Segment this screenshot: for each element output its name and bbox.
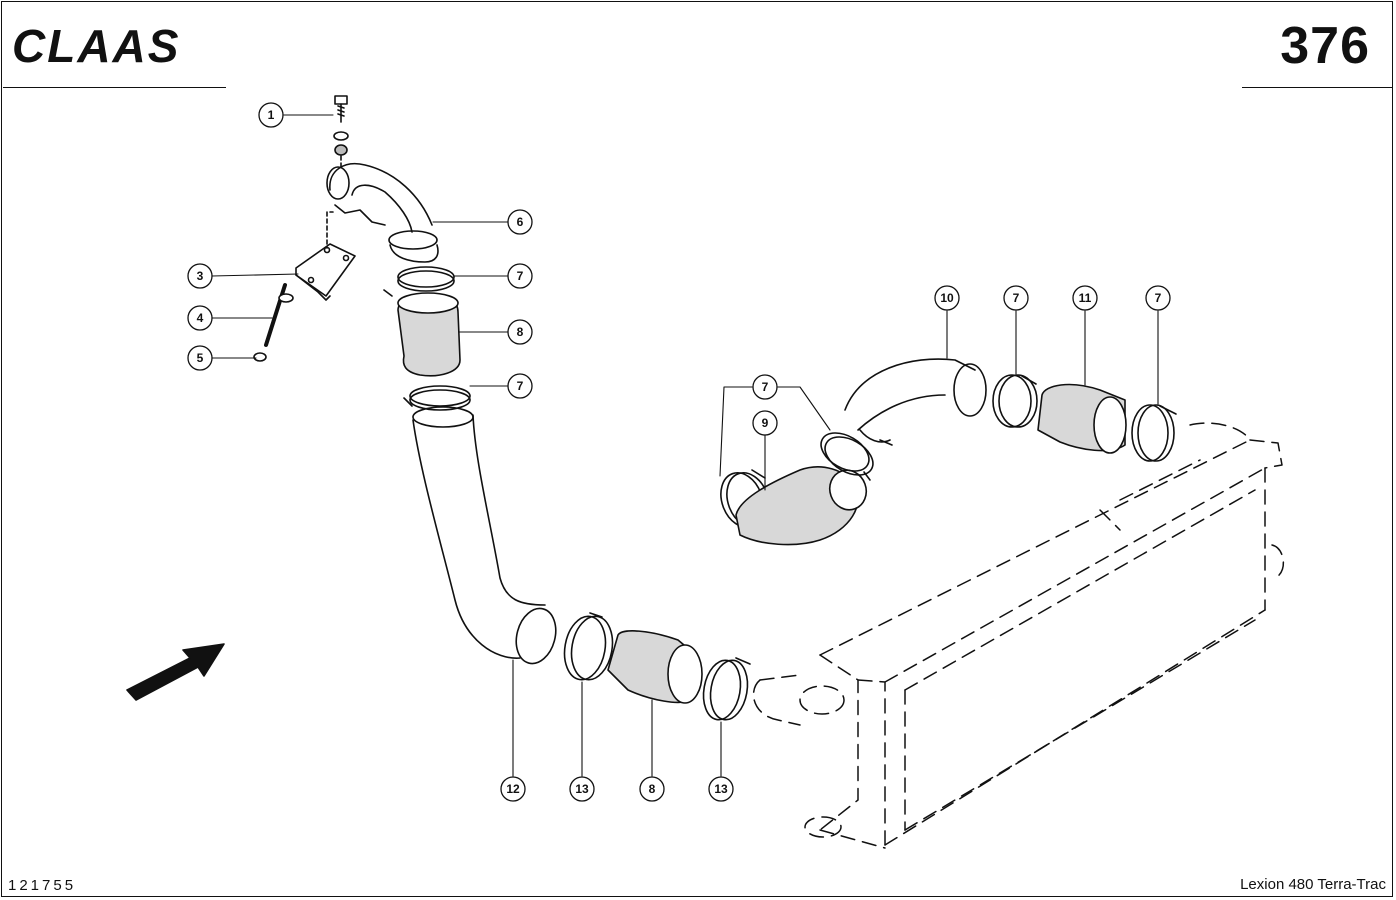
bolt-part bbox=[333, 95, 349, 169]
header-rule-left bbox=[3, 87, 226, 88]
callout-1: 1 bbox=[258, 102, 284, 128]
header-rule-right bbox=[1242, 87, 1393, 88]
svg-text:7: 7 bbox=[517, 269, 524, 283]
lower-hose-part bbox=[607, 630, 703, 704]
callout-13-right: 13 bbox=[708, 776, 734, 802]
callout-7-middle: 7 bbox=[507, 373, 533, 399]
clamp-before-hose-11-part bbox=[992, 374, 1038, 428]
svg-text:7: 7 bbox=[762, 380, 769, 394]
upper-clamp-part bbox=[383, 266, 455, 297]
middle-clamp-part bbox=[403, 385, 471, 411]
clamp-right-of-elbow-part bbox=[820, 432, 874, 481]
callout-7-right-a: 7 bbox=[1003, 285, 1029, 311]
callout-9: 9 bbox=[752, 410, 778, 436]
callout-6: 6 bbox=[507, 209, 533, 235]
claas-logo: CLAAS bbox=[12, 20, 180, 68]
long-bolt-part bbox=[253, 283, 294, 362]
clamp-after-hose-11-part bbox=[1131, 404, 1177, 462]
svg-text:9: 9 bbox=[762, 416, 769, 430]
brand-text: CLAAS bbox=[12, 20, 180, 68]
callout-labels: 1 3 4 5 6 7 8 bbox=[187, 102, 1171, 802]
elbow-hose-part bbox=[735, 466, 868, 546]
svg-text:13: 13 bbox=[575, 782, 589, 796]
callout-12: 12 bbox=[500, 776, 526, 802]
svg-text:5: 5 bbox=[197, 351, 204, 365]
callout-5: 5 bbox=[187, 345, 213, 371]
callout-4: 4 bbox=[187, 305, 213, 331]
document-number: 121755 bbox=[8, 877, 77, 894]
svg-text:12: 12 bbox=[506, 782, 520, 796]
svg-text:11: 11 bbox=[1079, 291, 1092, 305]
callout-7-elbow: 7 bbox=[752, 374, 778, 400]
leader-lines bbox=[211, 114, 1159, 777]
svg-text:7: 7 bbox=[1155, 291, 1162, 305]
callout-3: 3 bbox=[187, 263, 213, 289]
lower-clamp-left-part bbox=[563, 612, 614, 681]
short-hose-part bbox=[1037, 383, 1127, 454]
bracket-part bbox=[295, 243, 356, 301]
svg-text:3: 3 bbox=[197, 269, 204, 283]
upper-hose-part bbox=[397, 292, 461, 377]
svg-text:13: 13 bbox=[714, 782, 728, 796]
svg-text:6: 6 bbox=[517, 215, 524, 229]
callout-10: 10 bbox=[934, 285, 960, 311]
svg-text:8: 8 bbox=[517, 325, 524, 339]
svg-text:1: 1 bbox=[268, 108, 275, 122]
elbow-pipe-part bbox=[326, 163, 439, 263]
callout-8-lower: 8 bbox=[639, 776, 665, 802]
lower-clamp-right-part bbox=[702, 657, 751, 721]
svg-text:7: 7 bbox=[1013, 291, 1020, 305]
svg-text:10: 10 bbox=[940, 291, 954, 305]
machine-model: Lexion 480 Terra-Trac bbox=[1240, 876, 1386, 893]
svg-text:4: 4 bbox=[197, 311, 204, 325]
direction-arrow-icon bbox=[126, 643, 225, 701]
callout-7-upper: 7 bbox=[507, 263, 533, 289]
page-number: 376 bbox=[1280, 17, 1370, 75]
svg-text:8: 8 bbox=[649, 782, 656, 796]
svg-text:7: 7 bbox=[517, 379, 524, 393]
long-pipe-part bbox=[412, 406, 557, 665]
callout-13-left: 13 bbox=[569, 776, 595, 802]
callout-8-upper: 8 bbox=[507, 319, 533, 345]
callout-7-right-b: 7 bbox=[1145, 285, 1171, 311]
callout-11: 11 bbox=[1072, 285, 1098, 311]
intercooler-outline bbox=[752, 422, 1284, 849]
bent-pipe-part bbox=[844, 358, 987, 446]
